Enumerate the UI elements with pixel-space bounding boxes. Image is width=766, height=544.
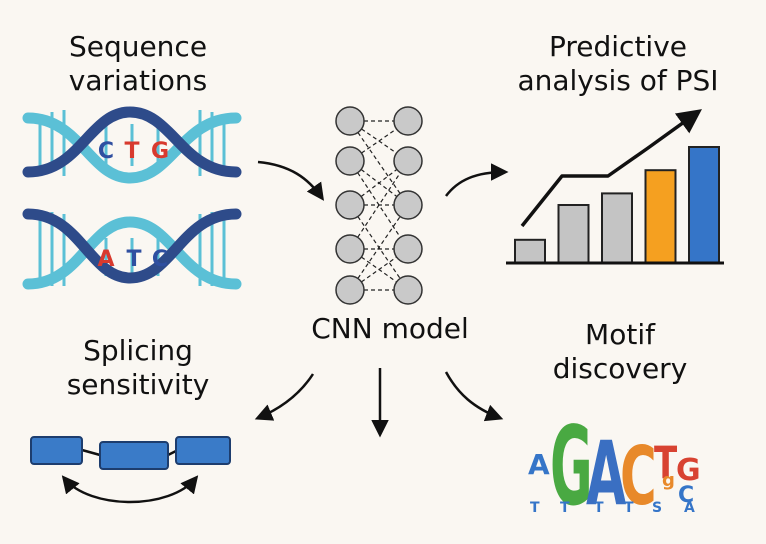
predictive-analysis-line1: Predictive bbox=[548, 30, 688, 63]
motif-letter-3: A bbox=[586, 424, 626, 526]
motif-letter-11: T bbox=[594, 500, 604, 516]
bar-2 bbox=[557, 204, 590, 264]
motif-discovery-line1: Motif bbox=[585, 318, 655, 351]
motif-letter-10: T bbox=[560, 500, 570, 516]
dna-bottom-base-3: C bbox=[152, 247, 168, 272]
dna-bottom-base-2: T bbox=[126, 247, 141, 272]
predictive-analysis-line2: analysis of PSI bbox=[517, 64, 719, 97]
dna-top-base-2: T bbox=[124, 139, 139, 164]
motif-discovery-line2: discovery bbox=[552, 352, 688, 385]
exon-3 bbox=[175, 436, 231, 465]
arrow-to-splicing bbox=[254, 373, 315, 421]
motif-letter-7: G bbox=[676, 453, 701, 488]
sequence-variations-line2: variations bbox=[68, 64, 208, 97]
motif-letter-9: T bbox=[530, 500, 540, 516]
cnn-model-text: CNN model bbox=[311, 312, 469, 345]
motif-letter-13: S bbox=[652, 500, 662, 516]
predictive-analysis-label: Predictive analysis of PSI bbox=[488, 30, 748, 98]
motif-letter-2: G bbox=[550, 404, 593, 530]
motif-letter-14: A bbox=[684, 500, 695, 516]
skip-arrow-icon bbox=[61, 475, 199, 504]
arrow-to-motif bbox=[444, 371, 504, 422]
dna-helix-bottom-icon bbox=[22, 208, 242, 290]
dna-top-base-3: G bbox=[151, 139, 169, 164]
dna-helix-top-icon bbox=[22, 106, 242, 184]
sequence-variations-label: Sequence variations bbox=[18, 30, 258, 98]
bar-1 bbox=[514, 238, 546, 265]
arrow-to-psi bbox=[445, 163, 509, 197]
splicing-sensitivity-line2: sensitivity bbox=[66, 368, 210, 401]
motif-letter-12: T bbox=[624, 500, 634, 516]
motif-logo: A G A C T g G C T T T T S A bbox=[528, 404, 701, 530]
sequence-variations-line1: Sequence bbox=[68, 30, 208, 63]
cnn-model-label: CNN model bbox=[280, 312, 500, 346]
motif-discovery-label: Motif discovery bbox=[510, 318, 730, 386]
bar-5 bbox=[688, 146, 720, 264]
motif-letter-6: g bbox=[662, 470, 675, 491]
splicing-sensitivity-label: Splicing sensitivity bbox=[18, 334, 258, 402]
exon-2 bbox=[99, 441, 169, 470]
splicing-sensitivity-line1: Splicing bbox=[83, 334, 193, 367]
bar-3 bbox=[601, 192, 633, 264]
arrow-to-cnn bbox=[257, 160, 325, 201]
dna-bottom-base-1: A bbox=[97, 247, 114, 272]
motif-letter-1: A bbox=[528, 448, 550, 481]
psi-bar-chart bbox=[506, 109, 724, 265]
splicing-exons-icon bbox=[30, 436, 231, 504]
cnn-network-icon bbox=[335, 106, 423, 305]
trend-arrow-icon bbox=[520, 109, 702, 228]
motif-letter-5: T bbox=[654, 438, 677, 490]
motif-letter-8: C bbox=[678, 483, 694, 508]
dna-top-base-1: C bbox=[98, 139, 114, 164]
motif-letter-4: C bbox=[620, 430, 657, 524]
exon-1 bbox=[30, 436, 83, 465]
bar-4 bbox=[644, 169, 677, 264]
